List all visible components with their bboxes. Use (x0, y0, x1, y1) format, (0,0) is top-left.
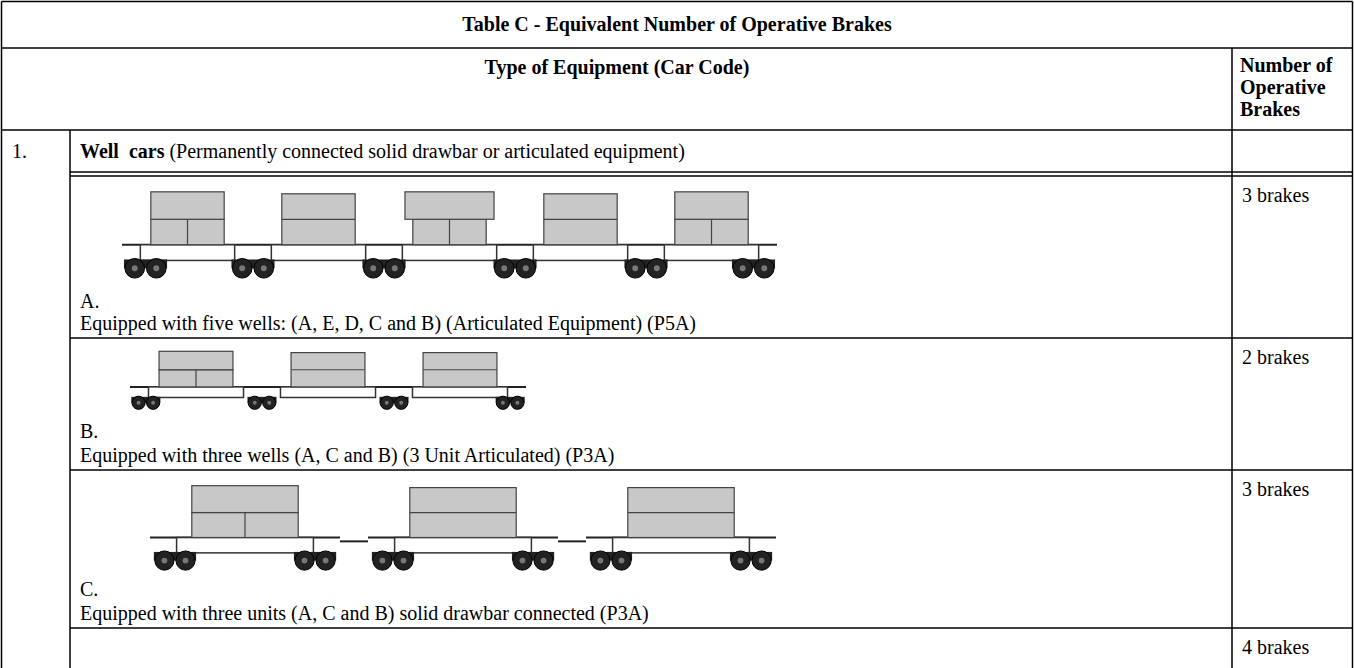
column-header: Number of Operative Brakes (1240, 54, 1348, 120)
brake-count: 2 brakes (1242, 346, 1309, 368)
row-heading-bold: Well cars (80, 140, 164, 162)
table-title: Table C - Equivalent Number of Operative… (2, 13, 1352, 35)
brake-count: 3 brakes (1242, 478, 1309, 500)
articulated-well-car (122, 192, 777, 278)
brake-count: 4 brakes (1242, 636, 1309, 658)
row-heading-note: (Permanently connected solid drawbar or … (169, 140, 684, 162)
item-letter: B. (80, 420, 98, 442)
item-letter: A. (80, 290, 99, 312)
drawbar-well-car (150, 486, 776, 570)
item-letter: C. (80, 578, 98, 600)
brake-count: 3 brakes (1242, 184, 1309, 206)
item-description: Equipped with three wells (A, C and B) (… (80, 444, 614, 466)
item-description: Equipped with three units (A, C and B) s… (80, 602, 649, 624)
row-number: 1. (12, 140, 27, 162)
articulated-well-car (130, 351, 526, 409)
item-description: Equipped with five wells: (A, E, D, C an… (80, 312, 696, 334)
column-header: Type of Equipment (Car Code) (2, 56, 1232, 78)
row-heading: Well cars(Permanently connected solid dr… (80, 140, 685, 162)
